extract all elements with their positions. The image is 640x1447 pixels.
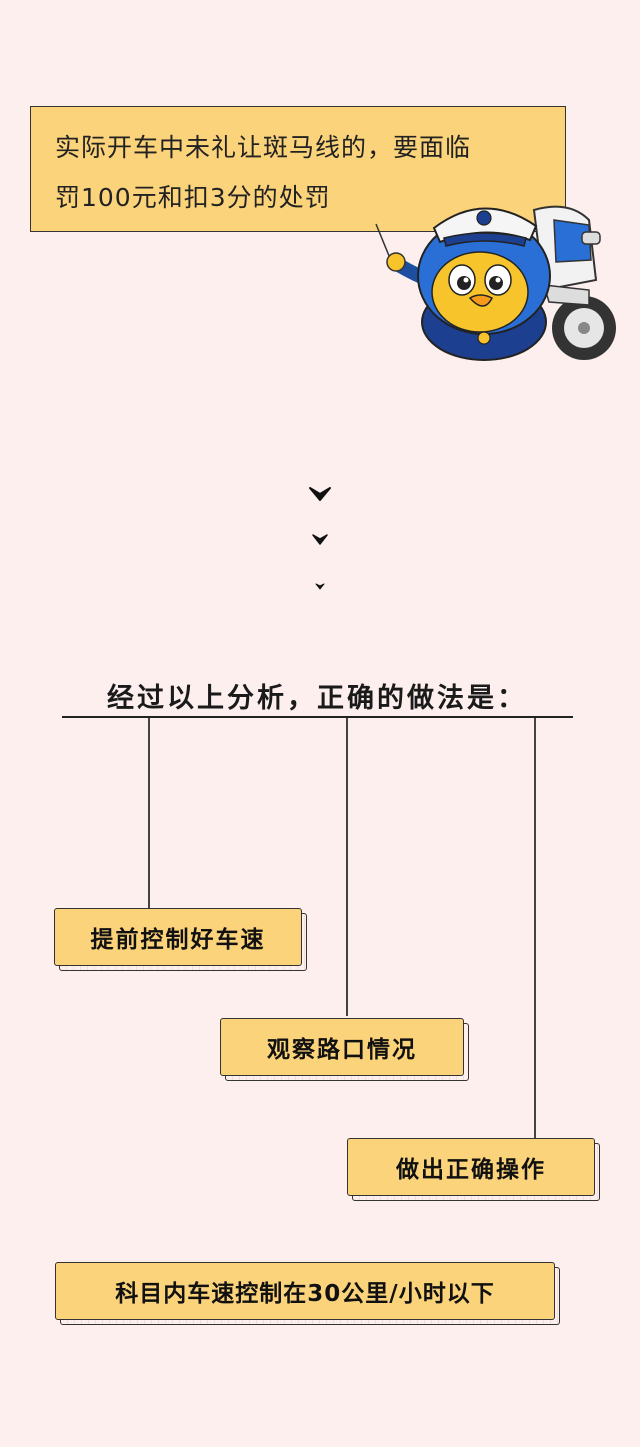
heading-divider xyxy=(62,716,573,718)
step-3-label: 做出正确操作 xyxy=(347,1138,595,1196)
connector-line-1 xyxy=(148,718,150,908)
traffic-police-mascot-icon xyxy=(386,205,616,361)
connector-line-3 xyxy=(534,718,536,1138)
speed-limit-note: 科目内车速控制在30公里/小时以下 xyxy=(55,1262,555,1320)
speech-line-1: 实际开车中未礼让斑马线的，要面临 xyxy=(55,133,472,162)
connector-line-2 xyxy=(346,718,348,1016)
step-2-label: 观察路口情况 xyxy=(220,1018,464,1076)
chevron-down-icon xyxy=(309,487,331,590)
speech-box: 实际开车中未礼让斑马线的，要面临 罚100元和扣3分的处罚 xyxy=(30,106,566,232)
speech-line-2: 罚100元和扣3分的处罚 xyxy=(55,183,331,212)
analysis-heading: 经过以上分析，正确的做法是： xyxy=(107,683,527,714)
step-1-label: 提前控制好车速 xyxy=(54,908,302,966)
